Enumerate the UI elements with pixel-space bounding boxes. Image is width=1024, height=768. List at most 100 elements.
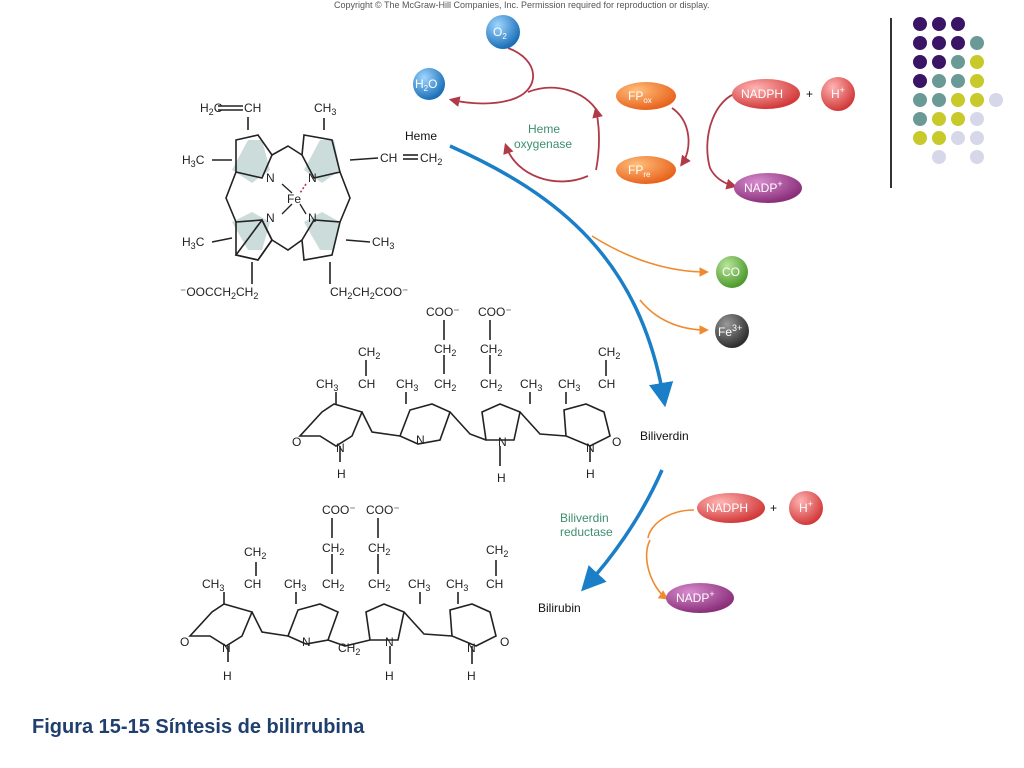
hplus-bottom-bubble: H+ xyxy=(789,491,823,525)
hplus-bottom-h: H xyxy=(799,501,808,515)
dot xyxy=(970,131,984,145)
fpox-to-fpre-arrow xyxy=(671,107,691,167)
dot xyxy=(970,112,984,126)
nadp-top-bubble: NADP+ xyxy=(734,173,802,203)
bv-ch2-v2: CH xyxy=(598,345,615,359)
svg-text:CH3: CH3 xyxy=(446,577,468,593)
biliverdin-reductase-label-2: reductase xyxy=(560,525,613,539)
heme-h3c-2: H xyxy=(182,235,191,249)
br-sub4: 2 xyxy=(339,583,344,593)
heme-sub2d: 2 xyxy=(347,291,352,301)
dot xyxy=(951,36,965,50)
nadp-top-text: NADP xyxy=(744,181,777,195)
dot xyxy=(913,93,927,107)
o2-to-h2o-arrow xyxy=(448,47,534,107)
dot xyxy=(932,112,946,126)
br-o2: O xyxy=(500,635,509,649)
svg-text:NADP+: NADP+ xyxy=(676,589,715,605)
br-ch2-v1: CH xyxy=(244,545,261,559)
h2o-bubble: H2O xyxy=(413,68,445,100)
heme-sub2e: 2 xyxy=(370,291,375,301)
svg-text:⁻OOCCH2CH2: ⁻OOCCH2CH2 xyxy=(180,285,258,301)
svg-text:CH2: CH2 xyxy=(322,541,344,557)
heme-h3c: H xyxy=(182,153,191,167)
bilirubin-label: Bilirubin xyxy=(538,601,581,615)
hplus-bottom-sup: + xyxy=(808,499,813,509)
dot xyxy=(951,112,965,126)
heme-ch-vinyl: CH xyxy=(380,151,397,165)
biliverdin-reductase-label-1: Biliverdin xyxy=(560,511,609,525)
br-sub10: 2 xyxy=(503,549,508,559)
svg-text:O2: O2 xyxy=(493,25,507,41)
br-ch2-c: CH xyxy=(368,541,385,555)
hplus-top-bubble: H+ xyxy=(821,77,855,111)
nadph-bottom-bubble: NADPH xyxy=(697,493,765,523)
o2-text: O xyxy=(493,25,502,39)
plus-bottom: + xyxy=(770,501,777,515)
svg-text:CH2: CH2 xyxy=(322,577,344,593)
bv-ch2-v1: CH xyxy=(358,345,375,359)
br-n4: N xyxy=(467,641,476,655)
svg-text:H+: H+ xyxy=(831,85,845,101)
heme-oxygenase-label-2: oxygenase xyxy=(514,137,572,151)
bv-n3: N xyxy=(498,435,507,449)
fe-text: Fe xyxy=(718,325,732,339)
bv-ch2-d: CH xyxy=(480,377,497,391)
heme-oxygenase-label-1: Heme xyxy=(528,122,560,136)
dot xyxy=(932,93,946,107)
br-sub9: 3 xyxy=(463,583,468,593)
svg-text:CH2: CH2 xyxy=(420,151,442,167)
heme-ch: CH xyxy=(244,101,261,115)
br-sub3: 3 xyxy=(301,583,306,593)
heme-ch2-c: CH xyxy=(330,285,347,299)
bv-h2: H xyxy=(497,471,506,485)
svg-text:CH2: CH2 xyxy=(368,577,390,593)
br-ch3-4: CH xyxy=(446,577,463,591)
plus-top: + xyxy=(806,87,813,101)
heme-n3: N xyxy=(266,211,275,225)
svg-text:CH3: CH3 xyxy=(284,577,306,593)
heme-sub3d: 3 xyxy=(389,241,394,251)
br-sub5: 2 xyxy=(339,547,344,557)
dot xyxy=(970,93,984,107)
bv-ch3-1: CH xyxy=(316,377,333,391)
br-n2: N xyxy=(302,635,311,649)
nadph-to-nadp-arrow xyxy=(706,93,738,190)
br-h1: H xyxy=(223,669,232,683)
dot xyxy=(913,55,927,69)
dot xyxy=(970,55,984,69)
dot xyxy=(932,36,946,50)
svg-text:NADP+: NADP+ xyxy=(744,179,783,195)
dot xyxy=(951,17,965,31)
br-o1: O xyxy=(180,635,189,649)
bv-n4: N xyxy=(586,441,595,455)
bv-sub2: 2 xyxy=(375,351,380,361)
fpox-bubble: FPox xyxy=(616,82,676,110)
heme-oxygenase-cycle-top xyxy=(527,86,599,113)
heme-n1: N xyxy=(266,171,275,185)
svg-text:H3C: H3C xyxy=(182,153,205,169)
br-ch3-2: CH xyxy=(284,577,301,591)
svg-text:CH2: CH2 xyxy=(434,377,456,393)
bv-o2: O xyxy=(612,435,621,449)
fpre-bubble: FPre xyxy=(616,156,676,184)
fe-sup: 3+ xyxy=(732,323,742,333)
svg-text:H3C: H3C xyxy=(182,235,205,251)
br-ch3-3: CH xyxy=(408,577,425,591)
nadp-bottom-text: NADP xyxy=(676,591,709,605)
dot xyxy=(951,131,965,145)
o2-sub: 2 xyxy=(502,32,507,41)
heme-ch3: CH xyxy=(314,101,331,115)
svg-text:CH2: CH2 xyxy=(480,377,502,393)
heme-sub2: 2 xyxy=(437,157,442,167)
heme-fe: Fe xyxy=(287,192,301,206)
bv-ch2-c: CH xyxy=(480,342,497,356)
svg-text:H2O: H2O xyxy=(415,77,437,93)
heme-ooc: ⁻OOCCH xyxy=(180,285,231,299)
br-ch2-bridge: CH xyxy=(338,641,355,655)
nadph-top-text: NADPH xyxy=(741,87,783,101)
nadp-bottom-sup: + xyxy=(709,589,714,599)
heme-sub3c: 3 xyxy=(191,241,196,251)
bv-ch3-4: CH xyxy=(558,377,575,391)
bv-sub5: 2 xyxy=(451,348,456,358)
